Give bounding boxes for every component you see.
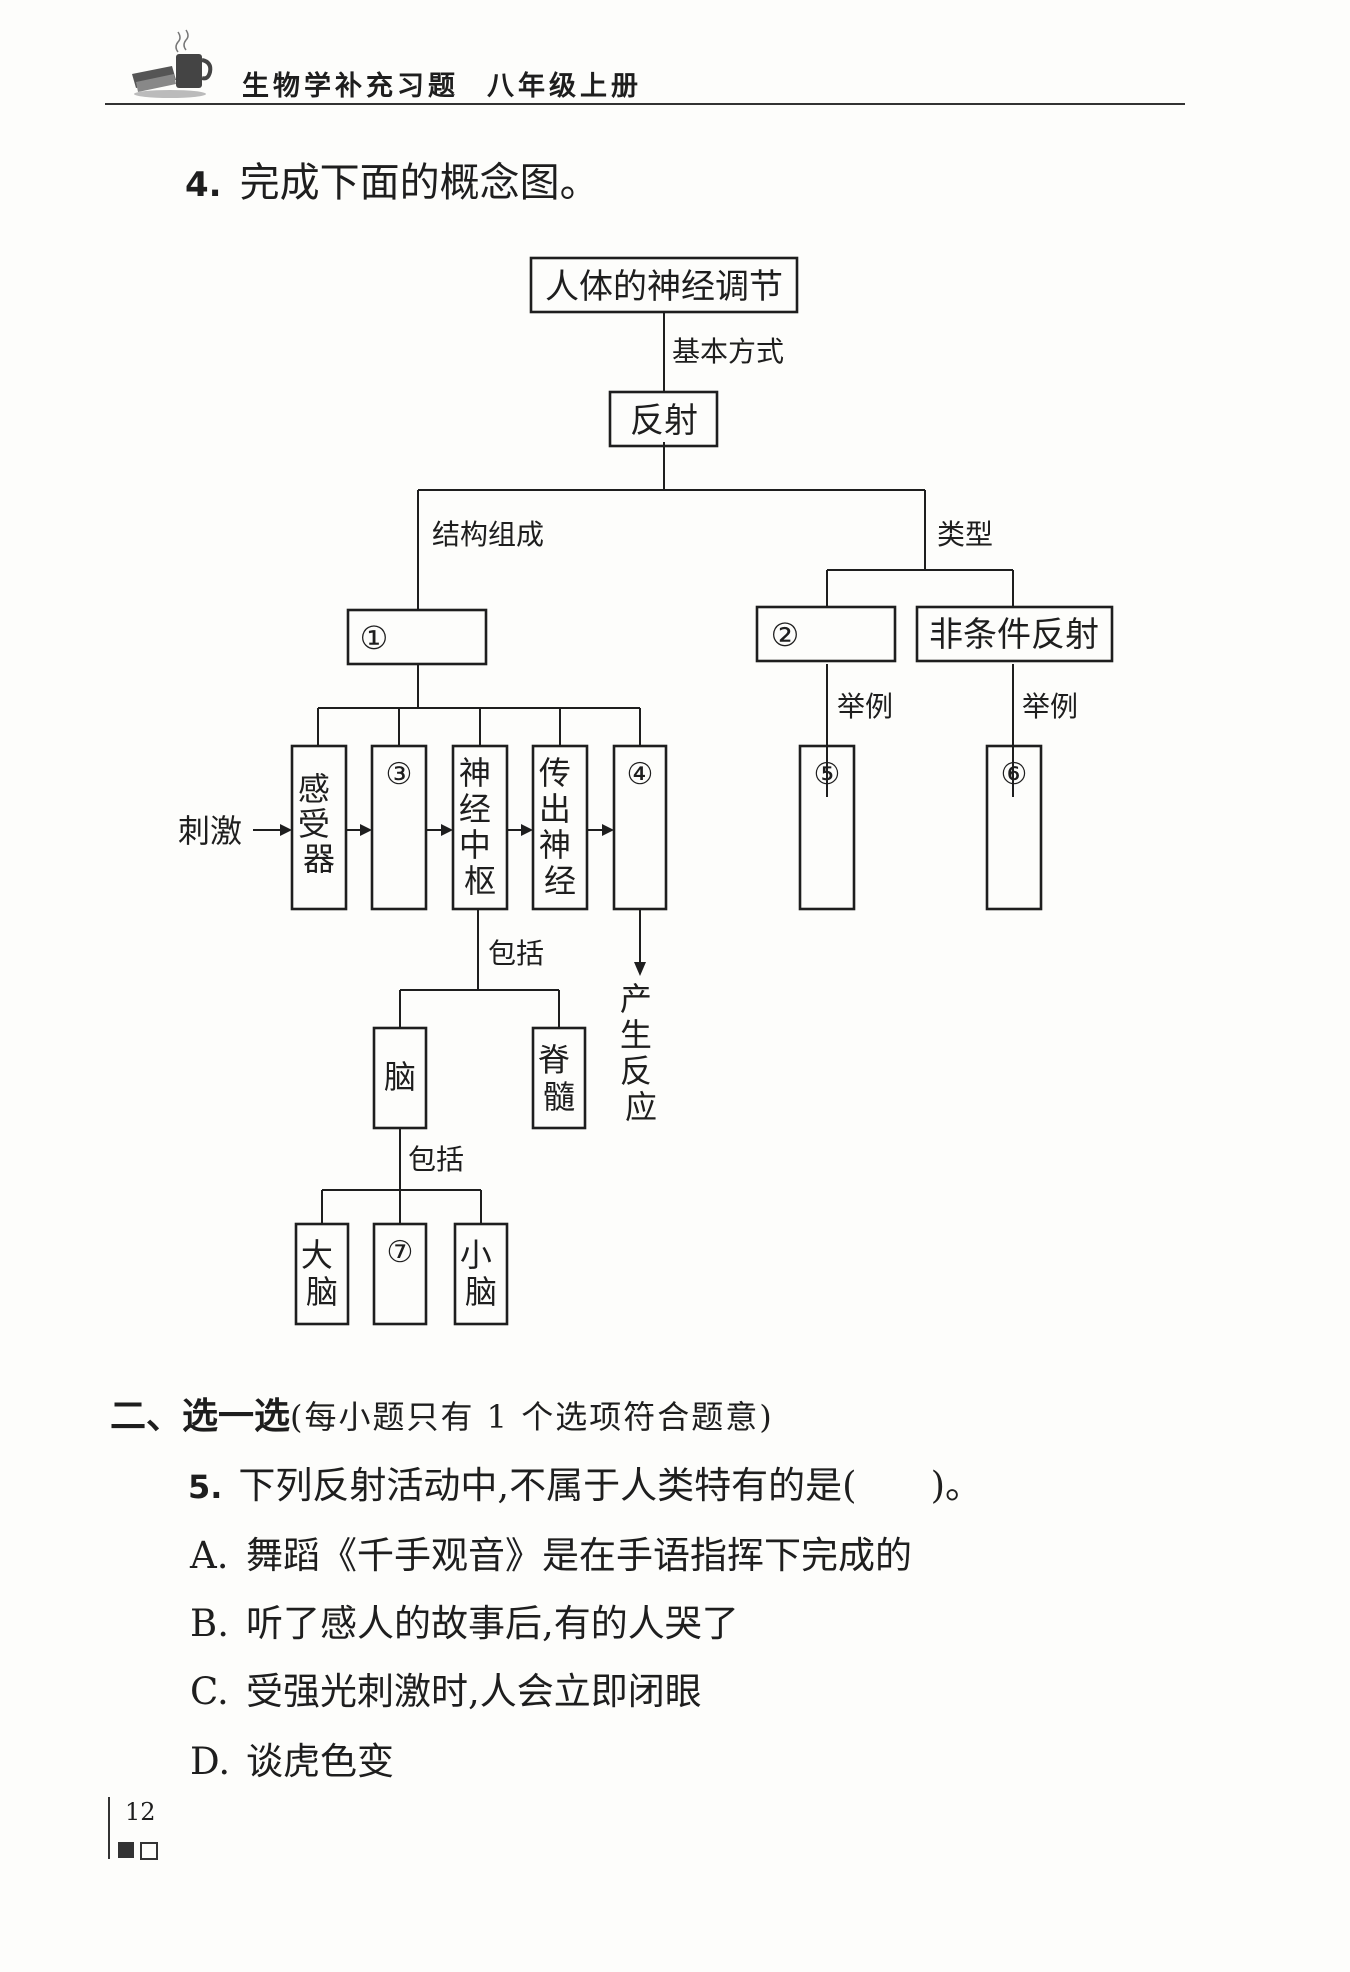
blank6-label: ⑥ xyxy=(1001,757,1028,792)
option-c[interactable]: C. 受强光刺激时,人会立即闭眼 xyxy=(190,1661,702,1715)
blank5-box[interactable] xyxy=(798,744,856,911)
cerebellum-char: 脑 xyxy=(465,1273,497,1311)
cerebrum-char: 脑 xyxy=(306,1273,338,1311)
brain-box xyxy=(372,1026,428,1130)
response-char: 应 xyxy=(625,1088,657,1126)
blank1-label: ① xyxy=(360,619,389,657)
receptor-box xyxy=(290,744,348,911)
link-structure-label: 结构组成 xyxy=(432,518,544,551)
question-5-stem: 下列反射活动中,不属于人类特有的是( )。 xyxy=(238,1464,983,1507)
response-char: 反 xyxy=(620,1052,652,1090)
link-type-label: 类型 xyxy=(937,518,993,551)
spinal-label: 脊 髓 xyxy=(538,1041,580,1116)
filled-square-icon xyxy=(118,1842,134,1858)
cerebellum-box xyxy=(453,1222,509,1326)
reflex-label: 反射 xyxy=(630,401,698,441)
book-title: 生物学补充习题 xyxy=(242,71,459,102)
center-char: 中 xyxy=(459,826,491,864)
cerebrum-label: 大 脑 xyxy=(301,1236,343,1311)
option-text: 受强光刺激时,人会立即闭眼 xyxy=(246,1670,702,1713)
option-letter: A. xyxy=(190,1534,229,1577)
unconditioned-label: 非条件反射 xyxy=(929,615,1099,655)
question-5-number: 5. xyxy=(188,1468,223,1506)
receptor-char: 感 xyxy=(298,770,330,808)
efferent-label: 传 出 神 经 xyxy=(539,754,581,900)
option-text: 舞蹈《千手观音》是在手语指挥下完成的 xyxy=(246,1534,912,1577)
brain-label: 脑 xyxy=(384,1058,416,1096)
blank4-label: ④ xyxy=(627,757,654,792)
cerebellum-label: 小 脑 xyxy=(460,1236,502,1311)
grade-label: 八年级上册 xyxy=(487,71,642,102)
blank3-label: ③ xyxy=(386,757,413,792)
center-char: 神 xyxy=(459,754,491,792)
efferent-char: 传 xyxy=(539,754,571,792)
section-2-note: (每小题只有 1 个选项符合题意) xyxy=(290,1398,774,1436)
cerebrum-char: 大 xyxy=(301,1236,333,1274)
link-basic-label: 基本方式 xyxy=(672,335,784,368)
receptor-label: 感 受 器 xyxy=(298,770,340,878)
link-include-2-label: 包括 xyxy=(408,1143,464,1176)
stimulus-label: 刺激 xyxy=(178,812,242,850)
center-label: 神 经 中 枢 xyxy=(459,754,501,900)
question-4-number: 4. xyxy=(185,165,222,205)
spinal-char: 脊 xyxy=(538,1041,570,1079)
response-char: 生 xyxy=(620,1016,652,1054)
link-example-left-label: 举例 xyxy=(837,690,893,723)
efferent-char: 神 xyxy=(539,826,571,864)
blank5-label: ⑤ xyxy=(814,757,841,792)
books-and-mug-icon xyxy=(132,29,213,98)
center-char: 经 xyxy=(459,790,491,828)
spinal-char: 髓 xyxy=(543,1078,575,1116)
option-a[interactable]: A. 舞蹈《千手观音》是在手语指挥下完成的 xyxy=(190,1525,912,1579)
response-char: 产 xyxy=(620,980,652,1018)
option-text: 听了感人的故事后,有的人哭了 xyxy=(246,1602,739,1645)
section-2-heading: 二、选一选 xyxy=(110,1396,291,1437)
reflex-box xyxy=(608,390,719,448)
root-label: 人体的神经调节 xyxy=(545,267,783,307)
section-2-header: 二、选一选(每小题只有 1 个选项符合题意) xyxy=(110,1387,774,1439)
question-4: 4. 完成下面的概念图。 xyxy=(185,150,600,208)
blank3-box[interactable] xyxy=(370,744,428,911)
header-divider xyxy=(105,103,1185,105)
option-b[interactable]: B. 听了感人的故事后,有的人哭了 xyxy=(190,1593,739,1647)
root-box xyxy=(529,256,799,314)
header-title: 生物学补充习题八年级上册 xyxy=(242,64,642,103)
receptor-char: 器 xyxy=(303,840,335,878)
empty-square-icon xyxy=(140,1842,158,1860)
option-letter: B. xyxy=(190,1602,229,1645)
option-d[interactable]: D. 谈虎色变 xyxy=(190,1731,394,1785)
unconditioned-box xyxy=(915,605,1114,663)
blank6-box[interactable] xyxy=(985,744,1043,911)
blank1-box[interactable] xyxy=(346,608,488,666)
blank4-box[interactable] xyxy=(612,744,668,911)
blank7-box[interactable] xyxy=(372,1222,428,1326)
efferent-char: 出 xyxy=(539,790,571,828)
spinal-box xyxy=(531,1026,587,1130)
blank2-label: ② xyxy=(771,616,800,654)
efferent-char: 经 xyxy=(544,862,576,900)
blank2-box[interactable] xyxy=(755,605,897,663)
efferent-box xyxy=(531,744,589,911)
option-letter: D. xyxy=(190,1740,231,1783)
question-5: 5. 下列反射活动中,不属于人类特有的是( )。 xyxy=(188,1455,982,1509)
cerebrum-box xyxy=(294,1222,350,1326)
center-char: 枢 xyxy=(464,862,496,900)
page-number: 12 xyxy=(125,1798,156,1826)
page-number-bar xyxy=(108,1797,110,1859)
center-box xyxy=(451,744,509,911)
cerebellum-char: 小 xyxy=(460,1236,492,1274)
receptor-char: 受 xyxy=(298,805,330,843)
option-letter: C. xyxy=(190,1670,229,1713)
response-label: 产 生 反 应 xyxy=(620,980,662,1126)
option-text: 谈虎色变 xyxy=(246,1740,394,1783)
link-example-right-label: 举例 xyxy=(1022,690,1078,723)
link-include-1-label: 包括 xyxy=(488,937,544,970)
blank7-label: ⑦ xyxy=(387,1235,414,1270)
question-4-prompt: 完成下面的概念图。 xyxy=(239,160,600,206)
